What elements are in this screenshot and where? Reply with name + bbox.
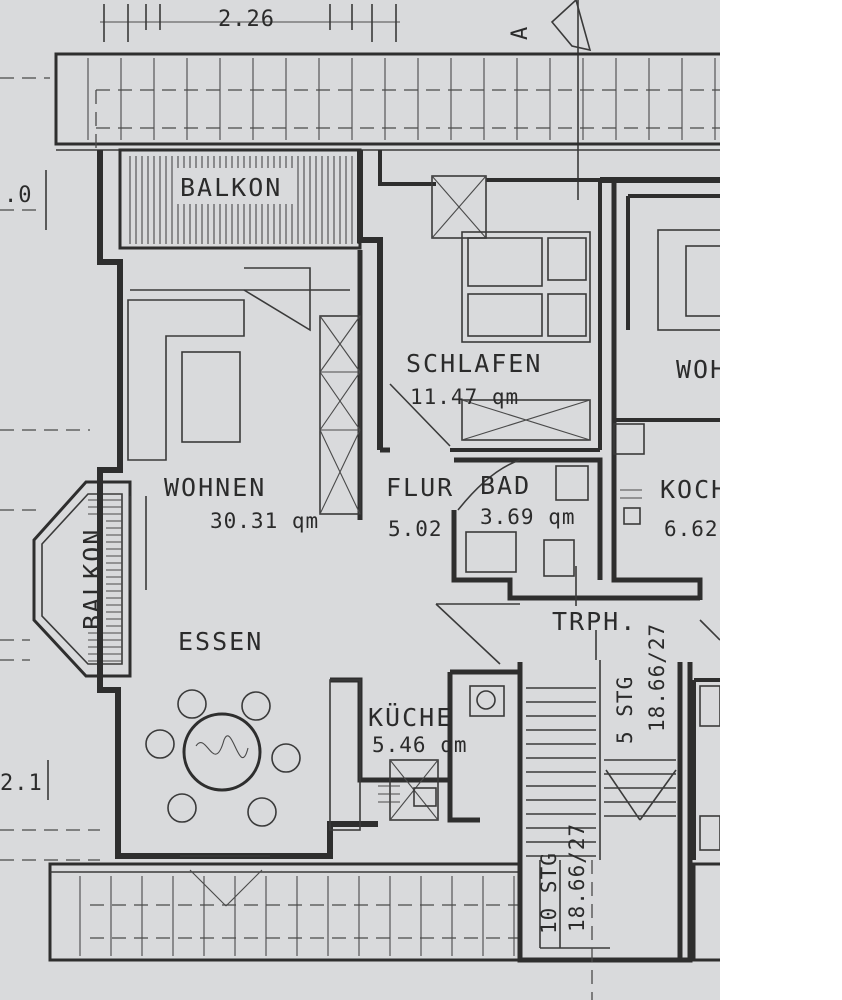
flur-label: FLUR	[386, 473, 454, 502]
wohnen-furniture	[127, 267, 361, 590]
bottom-eave-band	[48, 862, 720, 962]
bad-fixtures	[457, 459, 589, 577]
balcony-top: BALKON	[118, 148, 362, 250]
bad-area: 3.69 qm	[480, 505, 576, 529]
stair-upper-steps: 5 STG	[613, 676, 637, 744]
balkon-top-label: BALKON	[180, 173, 282, 202]
stair-lower-dimension: 18.66/27	[565, 823, 589, 932]
floor-plan: 2.26 A .0 2.1	[0, 0, 720, 1000]
top-eave-band	[54, 52, 720, 151]
essen-label: ESSEN	[178, 627, 263, 656]
balcony-side: BALKON	[32, 480, 132, 678]
section-marker: A	[508, 0, 592, 200]
wohnen-label: WOHNEN	[164, 473, 266, 502]
essen-table	[145, 689, 301, 827]
exterior-walls	[97, 150, 720, 859]
schlafen-furniture	[389, 175, 591, 447]
left-dimension-upper: .0	[4, 183, 33, 208]
room-labels: SCHLAFEN 11.47 qm WOHNEN 30.31 qm FLUR 5…	[164, 349, 720, 757]
stair-upper-dimension: 18.66/27	[645, 623, 669, 732]
schlafen-area: 11.47 qm	[410, 385, 519, 409]
stair-lower-steps: 10 STG	[537, 852, 561, 934]
kueche-area: 5.46 qm	[372, 733, 468, 757]
kueche-label: KÜCHE	[368, 703, 453, 732]
wohnen-area: 30.31 qm	[210, 509, 319, 533]
neighbour-kochen-label: KOCH	[660, 475, 720, 504]
floor-plan-drawing: 2.26 A .0 2.1	[0, 0, 720, 1000]
section-marker-label: A	[508, 26, 533, 40]
schlafen-label: SCHLAFEN	[406, 349, 542, 378]
bad-label: BAD	[480, 471, 531, 500]
top-dimension-line: 2.26	[100, 4, 400, 42]
left-dimension-lower: 2.1	[0, 771, 43, 796]
neighbour-wohnen-label: WOH	[676, 355, 720, 384]
essen-balcony-door	[180, 855, 270, 907]
stair-label: TRPH.	[552, 607, 637, 636]
kueche-fixtures	[329, 603, 520, 831]
neighbour-unit	[613, 229, 720, 851]
staircase: TRPH. 5 STG 18.66/27 10 STG 18.66/27	[526, 566, 677, 1000]
flur-area: 5.02	[388, 517, 443, 541]
top-dimension-text: 2.26	[218, 7, 275, 32]
left-dimension-lines: .0 2.1	[0, 77, 100, 861]
neighbour-kochen-area: 6.62	[664, 517, 719, 541]
